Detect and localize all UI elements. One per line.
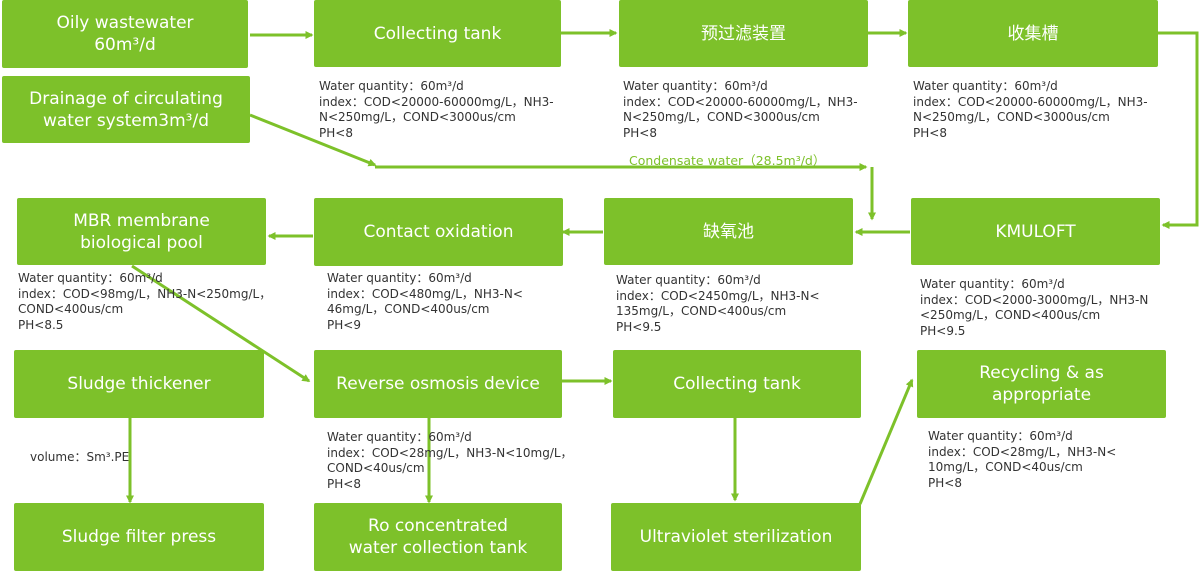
node-sludge-filter-press: Sludge filter press — [14, 503, 264, 571]
node-label: 预过滤装置 — [701, 23, 786, 44]
arrow-trough-to-kmuloft — [1158, 31, 1199, 229]
node-drainage-circulating: Drainage of circulating water system3m³/… — [2, 76, 250, 143]
note-contact-oxidation: Water quantity：60m³/d index：COD<480mg/L，… — [327, 271, 523, 332]
node-label: Oily wastewater 60m³/d — [56, 13, 194, 55]
node-contact-oxidation: Contact oxidation — [314, 198, 563, 266]
node-label: 收集槽 — [1007, 23, 1059, 44]
node-reverse-osmosis: Reverse osmosis device — [314, 350, 562, 418]
node-collecting-tank-1: Collecting tank — [314, 0, 561, 67]
arrow-mbr-to-ro — [131, 264, 311, 383]
node-label: Recycling & as appropriate — [979, 363, 1104, 405]
node-label: Collecting tank — [673, 374, 801, 394]
note-prefilter-device: Water quantity：60m³/d index：COD<20000-60… — [623, 79, 858, 140]
node-kmuloft: KMULOFT — [911, 198, 1160, 265]
node-label: Sludge thickener — [67, 374, 211, 394]
node-mbr-pool: MBR membrane biological pool — [17, 198, 266, 265]
node-label: Contact oxidation — [363, 222, 514, 242]
node-prefilter-device: 预过滤装置 — [619, 0, 868, 67]
note-reverse-osmosis: Water quantity：60m³/d index：COD<28mg/L，N… — [327, 430, 573, 491]
node-label: MBR membrane biological pool — [73, 210, 210, 253]
arrow-drainage-to-condensate — [249, 113, 377, 167]
note-collecting-trough: Water quantity：60m³/d index：COD<20000-60… — [913, 79, 1148, 140]
note-anoxic-pool: Water quantity：60m³/d index：COD<2450mg/L… — [616, 273, 820, 334]
node-label: Collecting tank — [373, 23, 502, 44]
node-label: Drainage of circulating water system3m³/… — [29, 88, 223, 131]
node-label: KMULOFT — [995, 221, 1076, 242]
node-label: 缺氧池 — [703, 221, 754, 242]
note-sludge-thickener: volume：Sm³.PE — [30, 450, 130, 464]
node-uv-sterilization: Ultraviolet sterilization — [611, 503, 861, 571]
node-oily-wastewater: Oily wastewater 60m³/d — [2, 0, 248, 68]
note-mbr-pool: Water quantity：60m³/d index：COD<98mg/L，N… — [18, 271, 272, 332]
note-kmuloft: Water quantity：60m³/d index：COD<2000-300… — [920, 277, 1149, 338]
node-label: Ultraviolet sterilization — [639, 527, 833, 547]
node-collecting-tank-2: Collecting tank — [613, 350, 861, 418]
node-sludge-thickener: Sludge thickener — [14, 350, 264, 418]
node-ro-concentrated: Ro concentrated water collection tank — [314, 503, 562, 571]
note-recycling: Water quantity：60m³/d index：COD<28mg/L，N… — [928, 429, 1117, 490]
node-recycling: Recycling & as appropriate — [917, 350, 1166, 418]
node-label: Ro concentrated water collection tank — [348, 516, 528, 558]
node-collecting-trough: 收集槽 — [908, 0, 1158, 67]
node-label: Reverse osmosis device — [336, 374, 540, 394]
condensate-water-label: Condensate water（28.5m³/d） — [629, 153, 826, 168]
node-label: Sludge filter press — [61, 527, 217, 547]
node-anoxic-pool: 缺氧池 — [604, 198, 853, 265]
arrow-uv-to-recycling — [858, 378, 914, 505]
note-collecting-tank-1: Water quantity：60m³/d index：COD<20000-60… — [319, 79, 554, 140]
